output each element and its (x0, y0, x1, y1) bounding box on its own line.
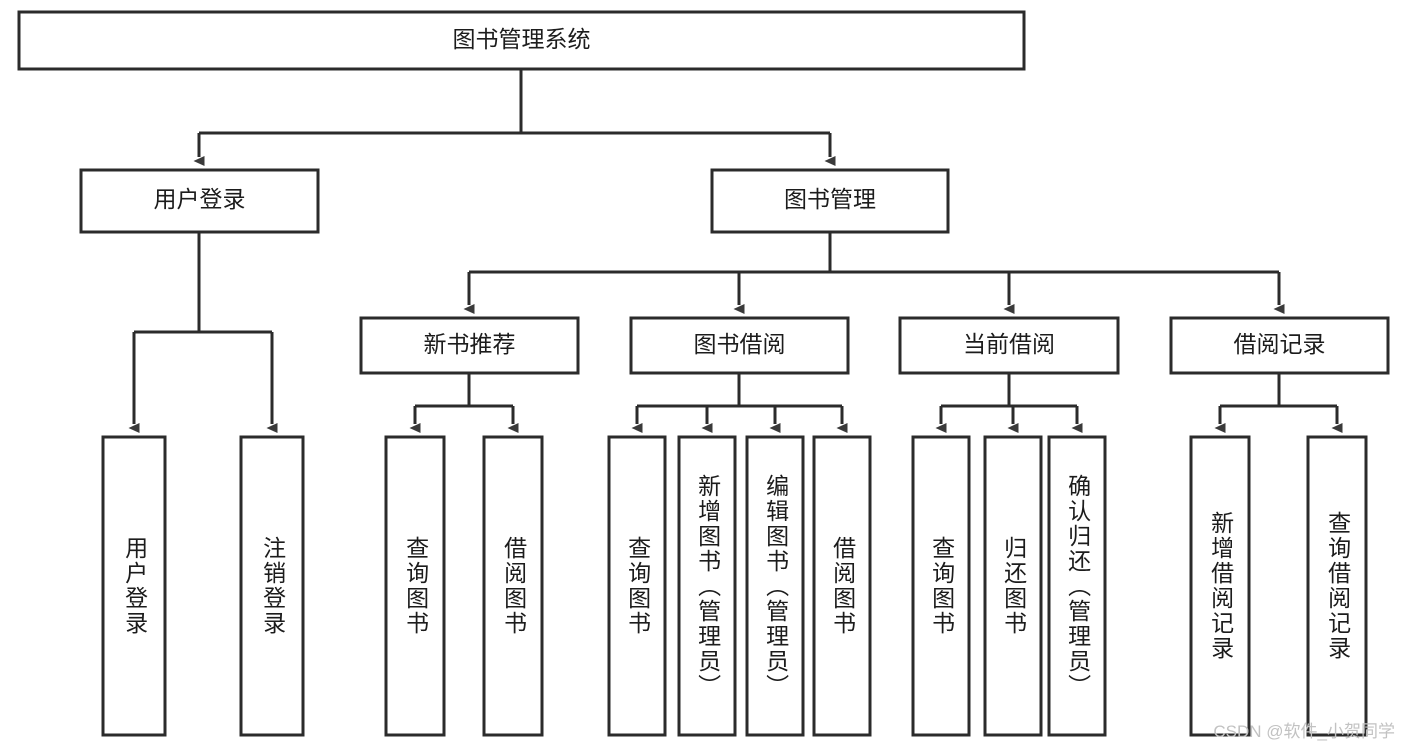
node-box-leaf-confirm-return-admin[interactable] (1047, 435, 1107, 737)
node-box-current-borrow[interactable] (898, 316, 1120, 375)
node-label-borrow-record: 借阅记录 (1234, 331, 1326, 357)
node-label-book-manage: 图书管理 (784, 186, 876, 212)
node-box-leaf-query-book-cur[interactable] (911, 435, 971, 737)
node-box-leaf-query-borrow-record[interactable] (1306, 435, 1368, 737)
node-label-new-book-rec: 新书推荐 (424, 331, 516, 357)
node-box-leaf-add-book-admin[interactable] (677, 435, 737, 737)
node-box-leaf-user-logout[interactable] (239, 435, 305, 737)
node-box-leaf-query-book-borrow[interactable] (607, 435, 667, 737)
node-box-leaf-return-book[interactable] (983, 435, 1043, 737)
edges-layer (128, 69, 1343, 433)
node-box-book-borrow[interactable] (629, 316, 850, 375)
node-box-leaf-user-login[interactable] (101, 435, 167, 737)
csdn-watermark: CSDN @软件_小贺同学 (1213, 722, 1395, 741)
node-box-leaf-borrow-book[interactable] (812, 435, 872, 737)
node-box-book-manage[interactable] (710, 168, 950, 234)
node-label-current-borrow: 当前借阅 (963, 331, 1055, 357)
node-box-leaf-edit-book-admin[interactable] (745, 435, 805, 737)
node-label-book-borrow: 图书借阅 (694, 331, 786, 357)
node-box-leaf-add-borrow-record[interactable] (1189, 435, 1251, 737)
node-label-root: 图书管理系统 (453, 26, 591, 52)
node-box-leaf-query-book-rec[interactable] (384, 435, 446, 737)
node-box-leaf-borrow-book-rec[interactable] (482, 435, 544, 737)
nodes-layer: 图书管理系统 用户登录 图书管理 新书推荐 图书借阅 当前借阅 借阅记录 (17, 10, 1390, 737)
node-box-new-book-rec[interactable] (359, 316, 580, 375)
node-box-root[interactable] (17, 10, 1026, 71)
node-box-borrow-record[interactable] (1169, 316, 1390, 375)
node-box-user-login[interactable] (79, 168, 320, 234)
node-label-user-login: 用户登录 (154, 186, 246, 212)
